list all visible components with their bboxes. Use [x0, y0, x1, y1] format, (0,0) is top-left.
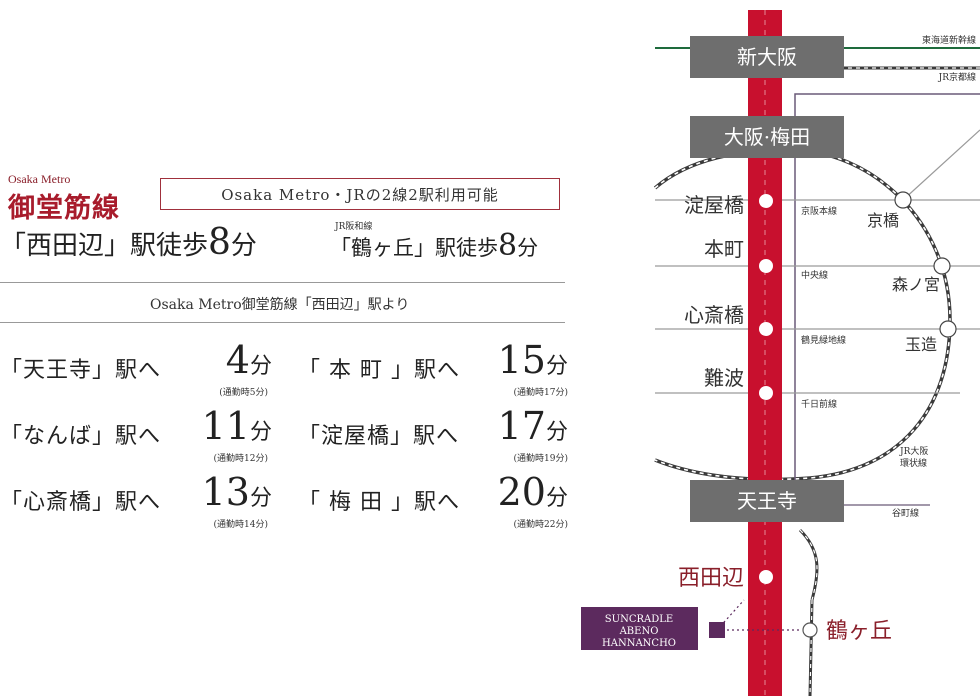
label-nagahori: 鶴見緑地線 — [801, 334, 846, 346]
travel-rush: (通勤時5分) — [219, 388, 268, 398]
property-name-2: ABENO — [619, 626, 659, 637]
travel-rush: (通勤時19分) — [513, 454, 568, 464]
travel-dest: 「天王寺」駅へ — [0, 358, 162, 383]
travel-minutes: 17分 — [497, 404, 568, 448]
station-dot-shinsaibashi — [759, 322, 773, 336]
station-label-yodoyabashi: 淀屋橋 — [684, 193, 744, 217]
station-label-morinomiya: 森ノ宮 — [892, 275, 940, 294]
travel-minutes: 20分 — [497, 470, 568, 514]
walk-tsurugaoka: 「鶴ヶ丘」駅徒歩8分 — [330, 228, 538, 263]
travel-dest: 「淀屋橋」駅へ — [298, 424, 460, 449]
station-dot-tamatsukuri — [939, 320, 957, 338]
lines-note-box: Osaka Metro・JRの2線2駅利用可能 — [160, 178, 560, 210]
walk-nishitanabe-minutes: 8 — [208, 222, 231, 263]
svg-text:天王寺: 天王寺 — [737, 489, 797, 513]
station-dot-honmachi — [759, 259, 773, 273]
travel-dest: 「 梅 田 」駅へ — [298, 490, 460, 515]
travel-dest: 「心斎橋」駅へ — [0, 490, 162, 515]
station-label-honmachi: 本町 — [704, 237, 744, 261]
station-tennoji: 天王寺 — [690, 480, 844, 522]
travel-minutes: 11分 — [201, 404, 272, 448]
label-chuo: 中央線 — [801, 269, 828, 281]
property-square-icon — [709, 622, 725, 638]
travel-minutes: 4分 — [225, 338, 272, 382]
walk-tsurugaoka-minutes: 8 — [498, 228, 518, 263]
station-label-shinsaibashi: 心斎橋 — [684, 303, 744, 327]
walk-nishitanabe-unit: 分 — [230, 231, 257, 261]
operator-english: Osaka Metro — [8, 172, 71, 186]
station-label-tsurugaoka: 鶴ヶ丘 — [826, 619, 892, 644]
walk-nishitanabe-label: 「西田辺」駅徒歩 — [0, 231, 209, 261]
travel-dest: 「なんば」駅へ — [0, 424, 162, 449]
label-loop-line-2: 環状線 — [900, 457, 927, 469]
from-station-caption: Osaka Metro御堂筋線「西田辺」駅より — [150, 297, 410, 313]
station-shin-osaka: 新大阪 — [690, 36, 844, 78]
station-dot-yodoyabashi — [759, 194, 773, 208]
station-dot-tsurugaoka — [802, 622, 818, 638]
station-label-namba: 難波 — [704, 366, 744, 390]
property-marker: SUNCRADLE ABENO HANNANCHO — [581, 599, 800, 650]
label-loop-line-1: JR大阪 — [899, 445, 928, 457]
station-label-nishitanabe: 西田辺 — [678, 566, 744, 591]
kyobashi-branch-line — [902, 129, 980, 201]
divider-bottom — [0, 322, 565, 323]
label-sennichimae: 千日前線 — [801, 398, 837, 410]
line-name-title: 御堂筋線 — [8, 193, 120, 224]
property-name-1: SUNCRADLE — [605, 614, 673, 625]
walk-tsurugaoka-label: 「鶴ヶ丘」駅徒歩 — [330, 236, 498, 260]
travel-rush: (通勤時17分) — [513, 388, 568, 398]
station-dot-namba — [759, 386, 773, 400]
label-tokaido-shinkansen: 東海道新幹線 — [922, 34, 976, 46]
travel-rush: (通勤時12分) — [213, 454, 268, 464]
property-name-3: HANNANCHO — [602, 638, 676, 649]
travel-dest: 「 本 町 」駅へ — [298, 358, 460, 383]
travel-minutes: 13分 — [201, 470, 272, 514]
jr-tozai-line — [794, 93, 980, 505]
travel-rush: (通勤時22分) — [513, 520, 568, 530]
walk-nishitanabe: 「西田辺」駅徒歩8分 — [0, 222, 257, 263]
lines-note-text: Osaka Metro・JRの2線2駅利用可能 — [221, 185, 499, 204]
divider-top — [0, 282, 565, 283]
svg-text:新大阪: 新大阪 — [737, 45, 797, 69]
label-jr-kyoto: JR京都線 — [938, 71, 976, 83]
station-dot-kyobashi — [894, 191, 912, 209]
station-label-tamatsukuri: 玉造 — [905, 335, 937, 354]
station-dot-morinomiya — [933, 257, 951, 275]
station-dot-nishitanabe — [759, 570, 773, 584]
travel-minutes: 15分 — [497, 338, 568, 382]
station-label-kyobashi: 京橋 — [867, 211, 899, 230]
label-keihan: 京阪本線 — [801, 205, 837, 217]
walk-tsurugaoka-unit: 分 — [517, 236, 539, 260]
jr-hanwa-label: JR阪和線 — [335, 222, 373, 232]
label-tanimachi: 谷町線 — [892, 507, 919, 519]
station-umeda: 大阪·梅田 — [690, 116, 844, 158]
svg-text:大阪·梅田: 大阪·梅田 — [724, 125, 810, 149]
travel-rush: (通勤時14分) — [213, 520, 268, 530]
